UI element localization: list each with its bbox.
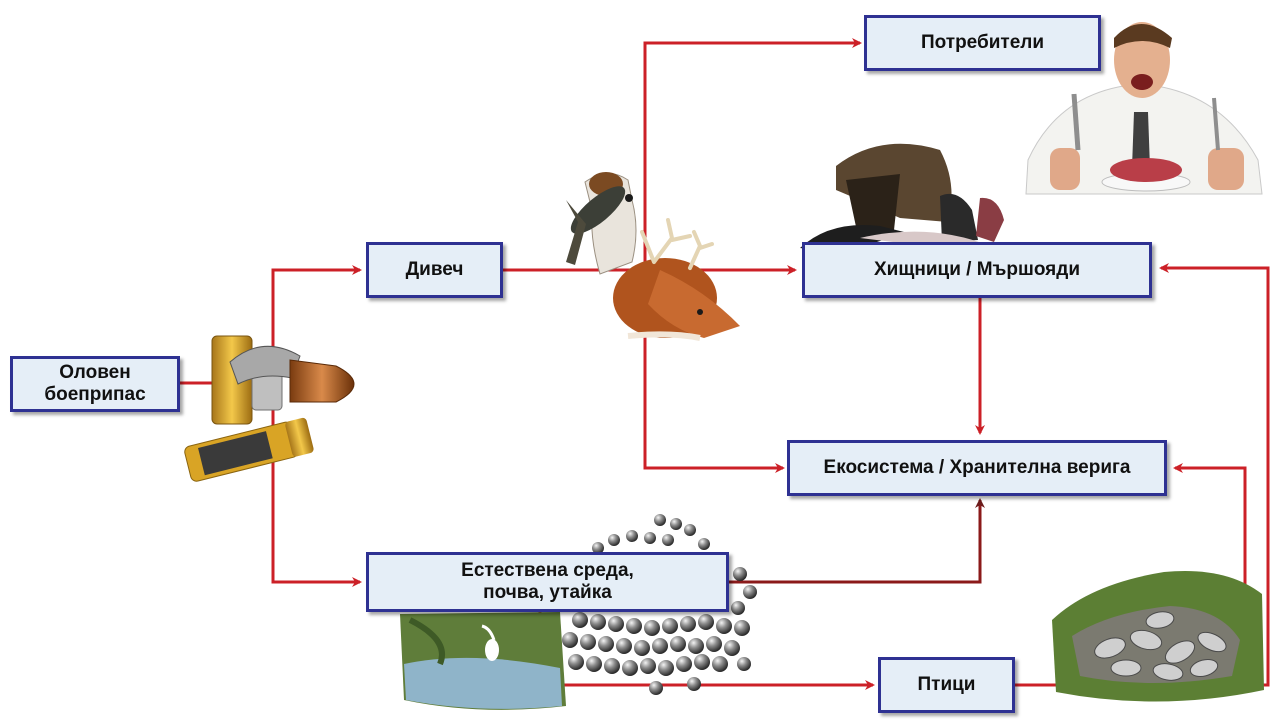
dead-birds-on-grass-image [1052,571,1264,702]
node-consumers: Потребители [864,15,1101,71]
ammunition-cartridges-image [183,336,354,482]
arrow-environment-to-ecosystem [729,500,980,582]
vultures-carcass-image [800,144,1004,252]
node-lead-ammunition-line2: боеприпас [44,384,145,406]
node-game: Дивеч [366,242,503,298]
node-birds-label: Птици [917,674,975,696]
node-ecosystem-food-chain: Екосистема / Хранителна верига [787,440,1167,496]
node-consumers-label: Потребители [921,32,1044,54]
node-birds: Птици [878,657,1015,713]
node-natural-environment: Естествена среда,почва, утайка [366,552,729,612]
node-natural-environment-line1: Естествена среда, [461,560,634,582]
node-natural-environment-line2: почва, утайка [461,582,634,604]
hunting-dog-with-bird-image [564,172,636,274]
node-predators-scavengers-label: Хищници / Мършояди [874,259,1080,281]
node-ecosystem-food-chain-label: Екосистема / Хранителна верига [824,457,1131,479]
node-predators-scavengers: Хищници / Мършояди [802,242,1152,298]
wetland-with-heron-image [400,612,566,710]
node-lead-ammunition-line1: Оловен [44,362,145,384]
arrow-ammo-to-environment [273,383,360,582]
node-game-label: Дивеч [406,259,464,281]
